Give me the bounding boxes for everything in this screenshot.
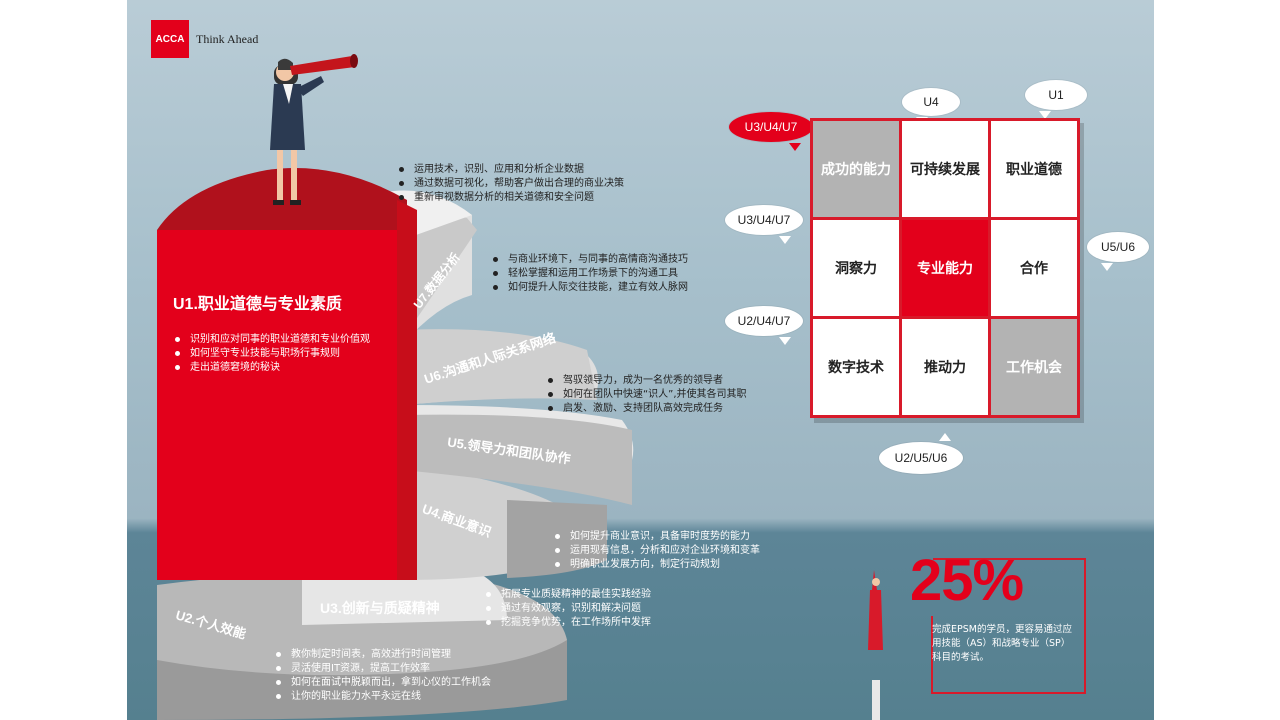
- list-item: 识别和应对同事的职业道德和专业价值观: [173, 333, 370, 347]
- list-item: 驾驭领导力，成为一名优秀的领导者: [546, 374, 747, 388]
- matrix-cell: 工作机会: [991, 319, 1077, 415]
- list-item: 运用技术，识别、应用和分析企业数据: [397, 163, 624, 177]
- u6-bullets: 与商业环境下，与同事的高情商沟通技巧 轻松掌握和运用工作场景下的沟通工具 如何提…: [491, 253, 688, 295]
- list-item: 运用现有信息，分析和应对企业环境和变革: [553, 544, 760, 558]
- matrix-cell: 可持续发展: [902, 121, 988, 217]
- tagline: Think Ahead: [196, 31, 259, 46]
- u1-title: U1.职业道德与专业素质: [173, 296, 342, 313]
- matrix-cell: 数字技术: [813, 319, 899, 415]
- list-item: 通过数据可视化，帮助客户做出合理的商业决策: [397, 177, 624, 191]
- stat-value: 25%: [910, 548, 1024, 613]
- list-item: 如何在面试中脱颖而出，拿到心仪的工作机会: [274, 676, 491, 690]
- acca-logo: ACCA Think Ahead: [151, 20, 258, 58]
- list-item: 拓展专业质疑精神的最佳实践经验: [484, 588, 651, 602]
- list-item: 灵活使用IT资源，提高工作效率: [274, 662, 491, 676]
- list-item: 如何在团队中快速“识人”,并使其各司其职: [546, 388, 747, 402]
- matrix-cell: 职业道德: [991, 121, 1077, 217]
- tag-top-right: U1: [1025, 80, 1087, 119]
- step-u4-side: [507, 500, 607, 578]
- list-item: 如何坚守专业技能与职场行事规则: [173, 347, 370, 361]
- matrix-cell: 合作: [991, 220, 1077, 316]
- infographic-canvas: ACCA Think Ahead: [127, 0, 1154, 720]
- staircase-illustration: [157, 54, 883, 720]
- matrix-cell: 成功的能力: [813, 121, 899, 217]
- list-item: 重新审视数据分析的相关道德和安全问题: [397, 191, 624, 205]
- tag-right-mid: U5/U6: [1087, 232, 1149, 271]
- u3-bullets: 拓展专业质疑精神的最佳实践经验 通过有效观察，识别和解决问题 挖掘竞争优势，在工…: [484, 588, 651, 630]
- tag-left-low: U2/U4/U7: [725, 306, 803, 345]
- step-u7-face: [402, 216, 477, 340]
- list-item: 通过有效观察，识别和解决问题: [484, 602, 651, 616]
- list-item: 走出道德窘境的秘诀: [173, 361, 370, 375]
- tag-top-left: U3/U4/U7: [729, 112, 813, 151]
- list-item: 与商业环境下，与同事的高情商沟通技巧: [491, 253, 688, 267]
- list-item: 挖掘竞争优势，在工作场所中发挥: [484, 616, 651, 630]
- tag-bottom: U2/U5/U6: [879, 433, 963, 474]
- matrix-cell: 推动力: [902, 319, 988, 415]
- list-item: 教你制定时间表，高效进行时间管理: [274, 648, 491, 662]
- small-red-figure: [868, 570, 883, 720]
- acca-logo-box: ACCA: [151, 20, 189, 58]
- u4-bullets: 如何提升商业意识，具备审时度势的能力 运用现有信息，分析和应对企业环境和变革 明…: [553, 530, 760, 572]
- stat-frame: [931, 558, 1086, 694]
- step-u6-side: [402, 329, 597, 405]
- u3-title: U3.创新与质疑精神: [320, 600, 440, 616]
- step-u3: [302, 575, 507, 625]
- u2-bullets: 教你制定时间表，高效进行时间管理 灵活使用IT资源，提高工作效率 如何在面试中脱…: [274, 648, 491, 704]
- u7-bullets: 运用技术，识别、应用和分析企业数据 通过数据可视化，帮助客户做出合理的商业决策 …: [397, 163, 624, 205]
- list-item: 让你的职业能力水平永远在线: [274, 690, 491, 704]
- stat-text: 完成EPSM的学员，更容易通过应用技能（AS）和战略专业（SP）科目的考试。: [932, 624, 1072, 663]
- list-item: 轻松掌握和运用工作场景下的沟通工具: [491, 267, 688, 281]
- competency-matrix: 成功的能力 可持续发展 职业道德 洞察力 专业能力 合作 数字技术 推动力 工作…: [810, 118, 1080, 418]
- tag-left-mid: U3/U4/U7: [725, 205, 803, 244]
- matrix-cell: 专业能力: [902, 220, 988, 316]
- tag-top-mid: U4: [902, 88, 960, 125]
- matrix-cell: 洞察力: [813, 220, 899, 316]
- u1-bullets: 识别和应对同事的职业道德和专业价值观 如何坚守专业技能与职场行事规则 走出道德窘…: [173, 333, 370, 375]
- woman-with-telescope: [270, 54, 358, 205]
- list-item: 如何提升商业意识，具备审时度势的能力: [553, 530, 760, 544]
- column-u1-front: [157, 230, 402, 580]
- u5-bullets: 驾驭领导力，成为一名优秀的领导者 如何在团队中快速“识人”,并使其各司其职 启发…: [546, 374, 747, 416]
- column-u1-edge: [397, 200, 417, 580]
- list-item: 启发、激励、支持团队高效完成任务: [546, 402, 747, 416]
- step-u5-side: [402, 414, 632, 505]
- list-item: 如何提升人际交往技能，建立有效人脉网: [491, 281, 688, 295]
- list-item: 明确职业发展方向，制定行动规划: [553, 558, 760, 572]
